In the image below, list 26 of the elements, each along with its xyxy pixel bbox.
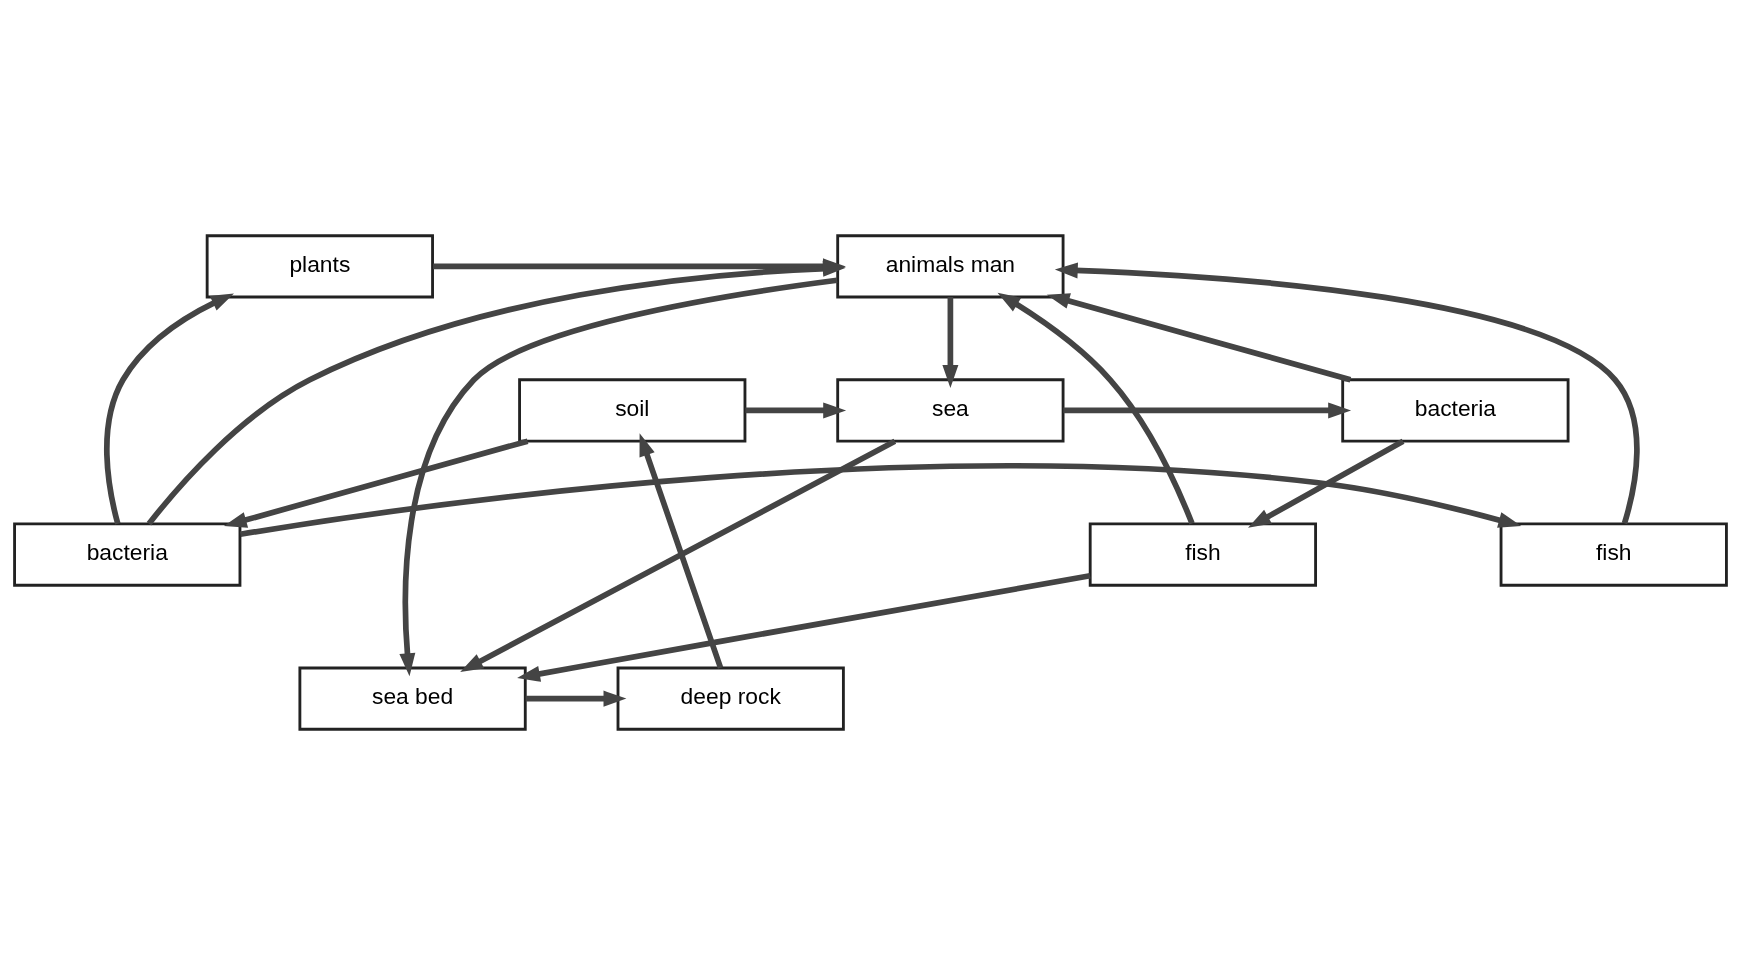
arrow — [1054, 261, 1640, 524]
node-box: bacteria — [1341, 377, 1570, 443]
arrow — [1248, 438, 1405, 528]
arrow — [639, 432, 724, 669]
arrow — [146, 260, 846, 525]
node-box: deep rock — [616, 666, 845, 731]
arrow — [239, 462, 1522, 537]
arrow — [1046, 292, 1352, 382]
arrow — [104, 293, 234, 525]
node-box: plants — [205, 233, 434, 298]
arrow — [942, 296, 959, 388]
arrow — [460, 438, 897, 672]
node-box: fish — [1499, 521, 1728, 587]
node-box: sea — [836, 377, 1065, 443]
node-box: sea bed — [298, 666, 527, 731]
node-box: bacteria — [13, 521, 242, 587]
node-box: animals man — [836, 233, 1065, 298]
arrow — [997, 292, 1195, 525]
arrow — [223, 437, 529, 528]
arrow — [1063, 401, 1352, 418]
node-box: soil — [518, 377, 747, 443]
arrow — [525, 690, 627, 707]
node-box: fish — [1088, 521, 1317, 587]
arrow — [745, 401, 847, 418]
arrow — [399, 276, 838, 676]
arrow — [517, 572, 1091, 682]
